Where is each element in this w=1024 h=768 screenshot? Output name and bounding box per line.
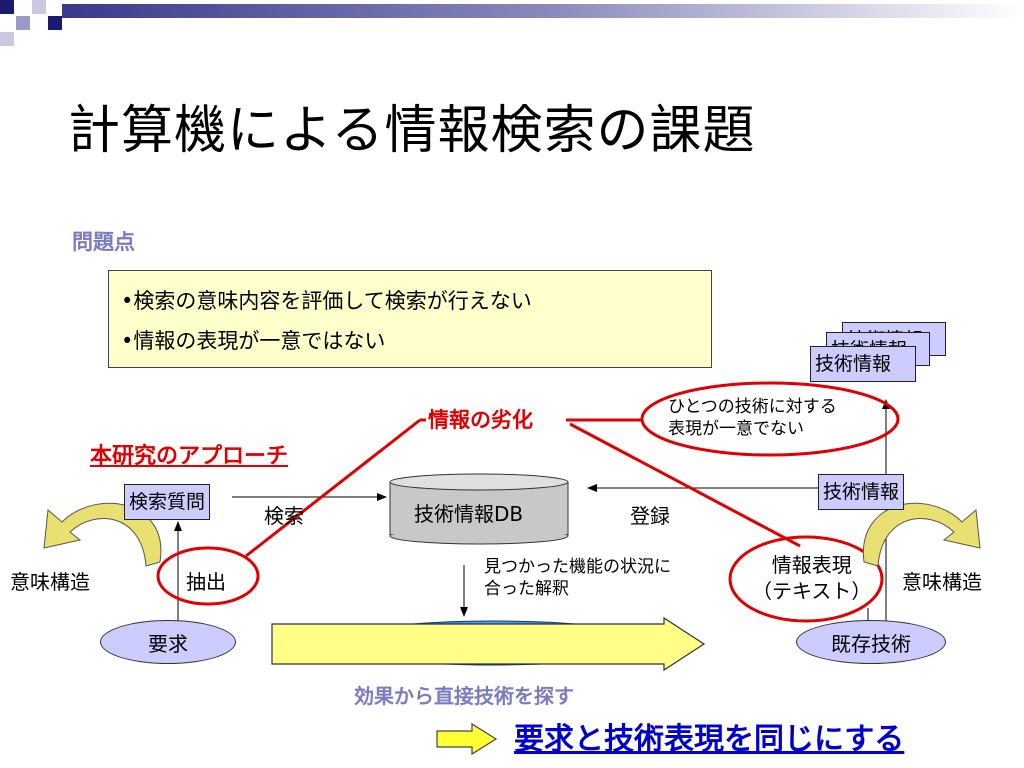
extract-label: 抽出 bbox=[186, 570, 226, 594]
problem-item: •情報の表現が一意ではない bbox=[121, 329, 386, 353]
effect-label: 効果から直接技術を探す bbox=[354, 684, 574, 708]
interpretation-line: 見つかった機能の状況に bbox=[484, 557, 671, 577]
existing-tech-node: 既存技術 bbox=[796, 620, 946, 664]
tech-info-box: 技術情報 bbox=[818, 474, 905, 510]
info-expression: 情報表現 （テキスト） bbox=[752, 552, 871, 604]
stack-box-front: 技術情報 bbox=[810, 346, 916, 382]
note-line: ひとつの技術に対する bbox=[668, 397, 837, 417]
corner-decoration bbox=[0, 0, 1024, 46]
semantic-structure-right: 意味構造 bbox=[902, 570, 982, 594]
extract-highlight bbox=[156, 546, 260, 606]
requirement-node: 要求 bbox=[100, 620, 236, 664]
info-expression-line: 情報表現 bbox=[771, 553, 852, 577]
db-label: 技術情報DB bbox=[414, 502, 524, 526]
right-curved-arrow bbox=[862, 502, 981, 567]
register-label: 登録 bbox=[630, 504, 670, 528]
interpretation-note: 見つかった機能の状況に 合った解釈 bbox=[484, 556, 671, 600]
conclusion-text: 要求と技術表現を同じにする bbox=[514, 722, 905, 757]
problem-heading: 問題点 bbox=[72, 230, 135, 254]
expression-highlight bbox=[728, 535, 884, 623]
database-cylinder bbox=[389, 473, 569, 545]
nonunique-note: ひとつの技術に対する 表現が一意でない bbox=[668, 396, 837, 440]
degradation-label: 情報の劣化 bbox=[428, 408, 533, 432]
conclusion-arrow-icon bbox=[436, 722, 498, 756]
info-expression-line: （テキスト） bbox=[752, 579, 872, 603]
red-line-expression bbox=[569, 422, 801, 548]
approach-heading: 本研究のアプローチ bbox=[90, 444, 289, 469]
red-line-extract bbox=[245, 418, 421, 558]
query-box: 検索質問 bbox=[124, 484, 211, 520]
search-label: 検索 bbox=[264, 504, 304, 528]
semantic-structure-left: 意味構造 bbox=[10, 570, 90, 594]
page-title: 計算機による情報検索の課題 bbox=[68, 101, 756, 161]
note-line: 表現が一意でない bbox=[668, 419, 804, 439]
note-highlight bbox=[640, 381, 900, 457]
interpretation-line: 合った解釈 bbox=[484, 579, 569, 599]
big-yellow-arrow bbox=[271, 616, 706, 672]
problem-item: •検索の意味内容を評価して検索が行えない bbox=[121, 289, 532, 313]
problem-box: •検索の意味内容を評価して検索が行えない •情報の表現が一意ではない bbox=[108, 270, 712, 368]
stack-label: 技術情報 bbox=[815, 353, 892, 375]
